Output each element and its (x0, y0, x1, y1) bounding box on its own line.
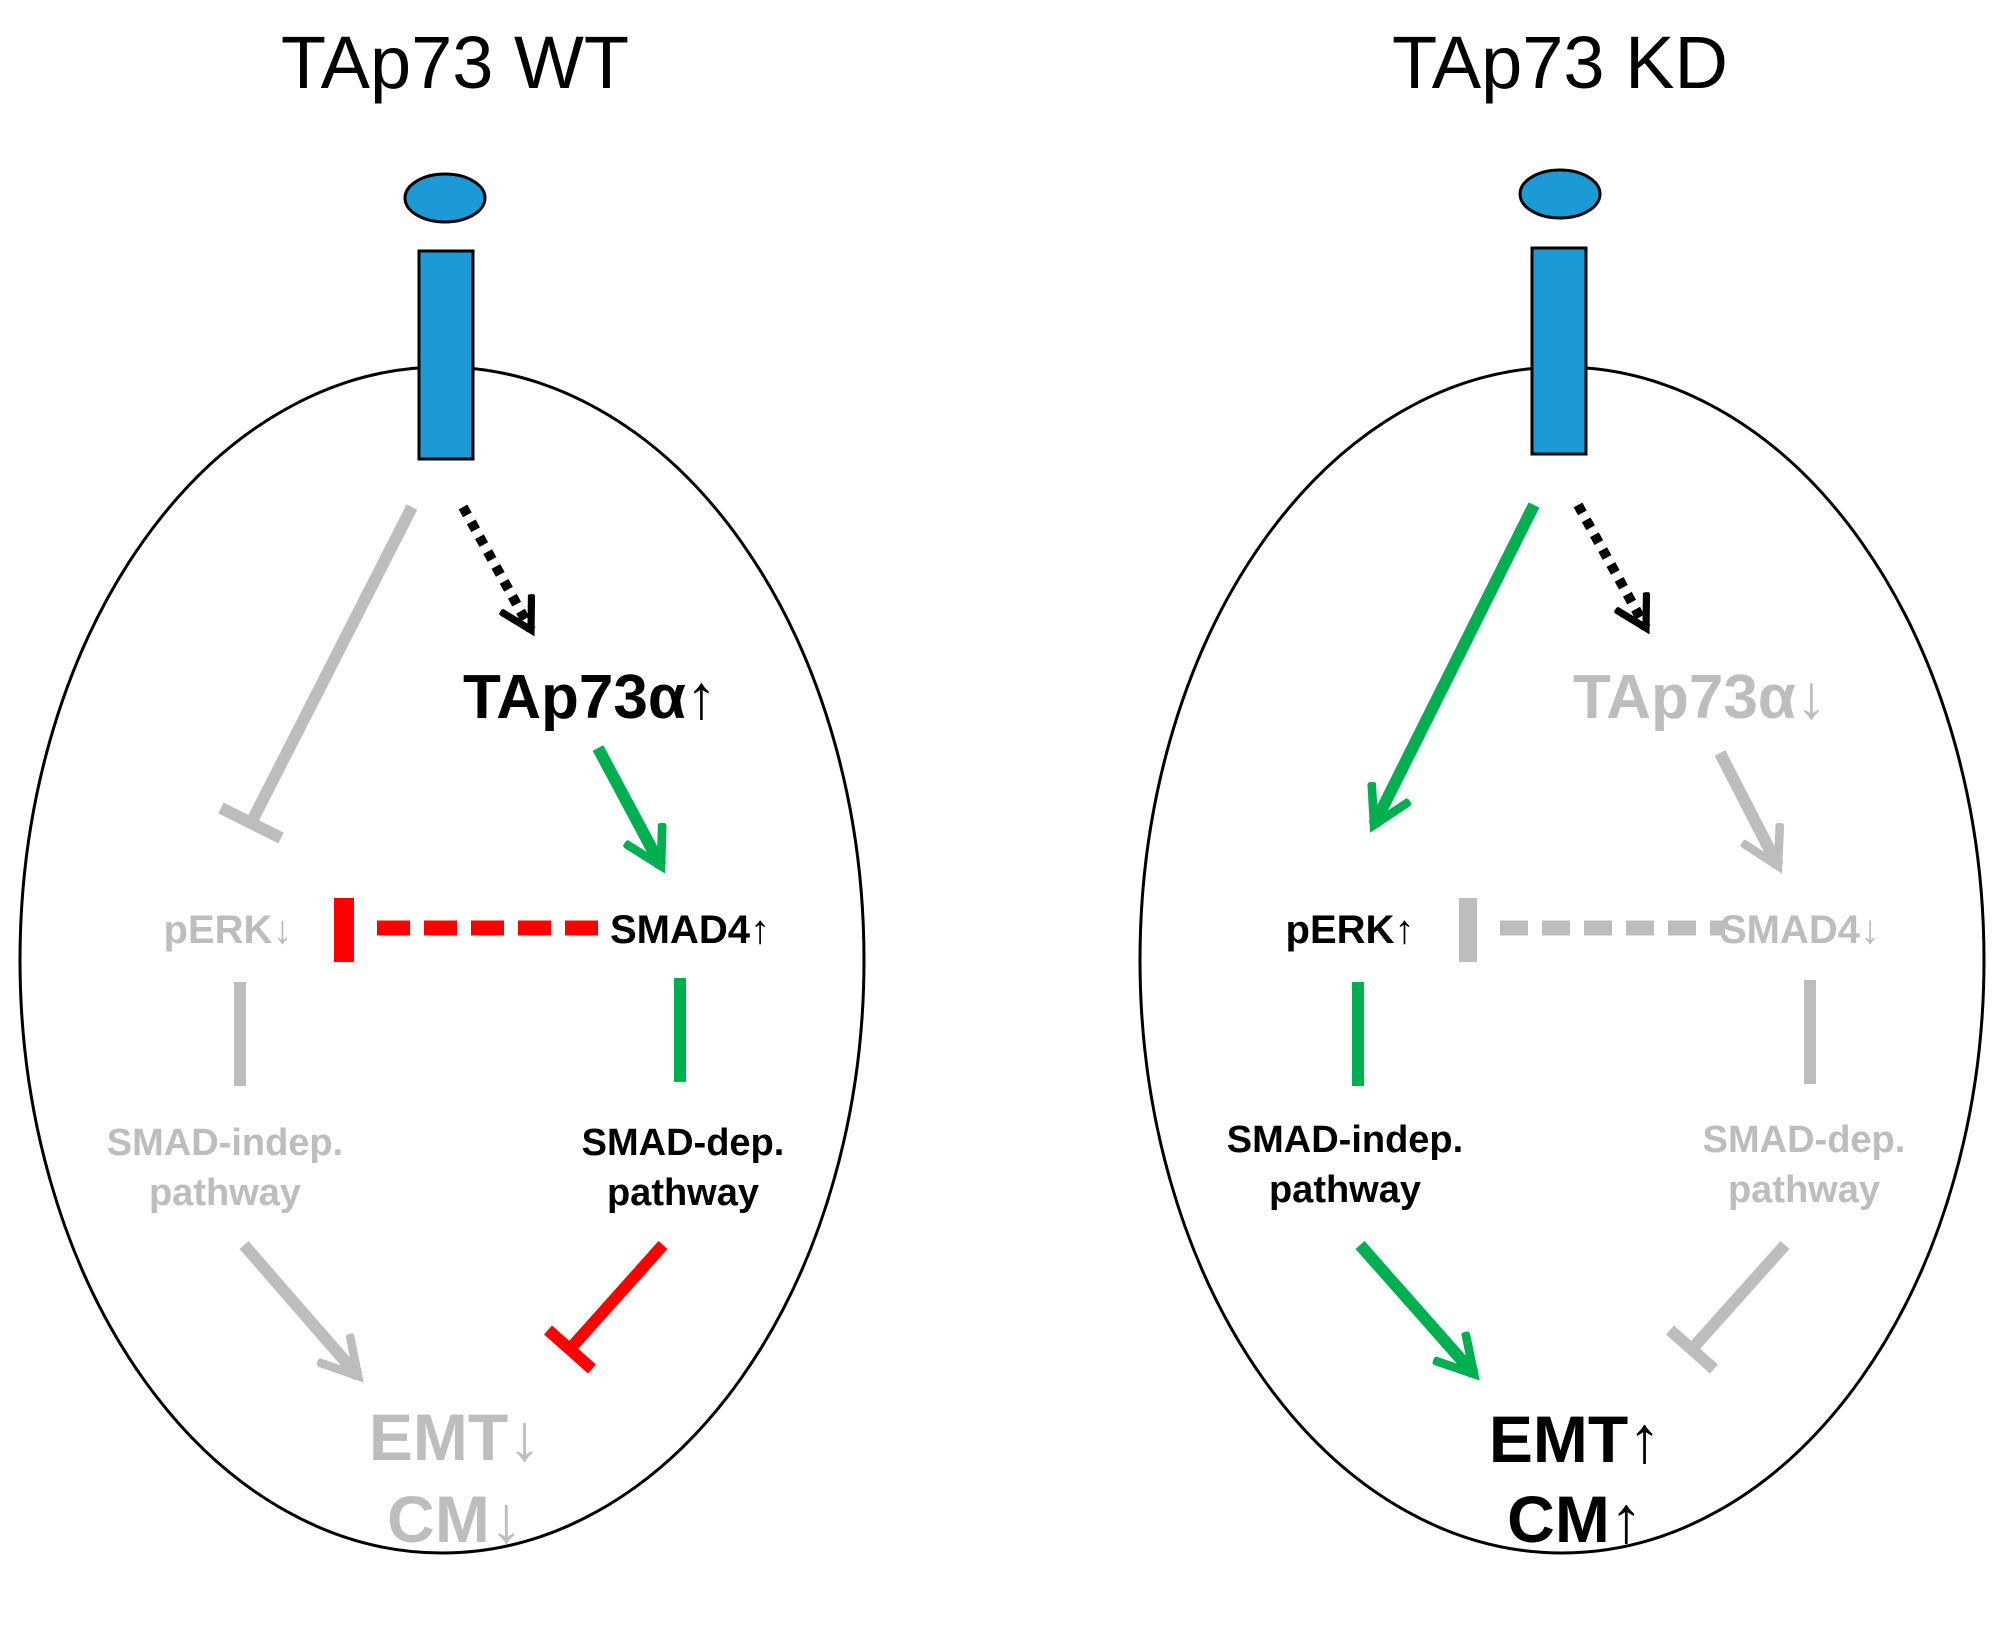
wt-tap73-smad4-arrow (592, 745, 661, 866)
wt-perk-tbar (218, 802, 284, 844)
wt-indep-emt-arrow (239, 1241, 358, 1376)
wt-perk-label: pERK↓ (164, 908, 293, 952)
kd-emt-label: EMT↑ (1489, 1402, 1661, 1476)
kd-cm-label: CM↑ (1507, 1482, 1643, 1556)
kd-receptor (1530, 246, 1588, 456)
kd-panel: TAp73 KD TAp73α↓ pERK↑ SMAD4↓ SMAD-indep… (1138, 21, 1986, 1556)
wt-cell (18, 365, 866, 1555)
kd-cell (1138, 365, 1986, 1555)
kd-ligand (1518, 168, 1602, 220)
wt-dep-line1: SMAD-dep. (582, 1122, 785, 1164)
wt-emt-label: EMT↓ (369, 1400, 541, 1474)
wt-emt-red-tbar (544, 1325, 596, 1374)
wt-indep-line1: SMAD-indep. (107, 1122, 343, 1164)
wt-ligand (403, 172, 487, 224)
kd-title: TAp73 KD (1392, 21, 1728, 104)
kd-dep-emt-inhibition (1687, 1241, 1790, 1353)
kd-receptor-perk-arrow (1374, 502, 1540, 825)
wt-panel: TAp73 WT TAp73α↑ pERK↓ SMAD4↑ SMAD-indep… (18, 21, 866, 1556)
kd-receptor-tap73-arrow (1573, 502, 1651, 628)
kd-tap73-label: TAp73α↓ (1573, 663, 1827, 732)
kd-indep-line1: SMAD-indep. (1227, 1119, 1463, 1161)
wt-title: TAp73 WT (281, 21, 629, 104)
kd-dep-line2: pathway (1728, 1169, 1880, 1211)
wt-dep-emt-inhibition (565, 1241, 668, 1353)
wt-dep-line2: pathway (607, 1172, 759, 1214)
wt-receptor-perk-inhibition (245, 504, 418, 826)
kd-indep-emt-arrow (1355, 1241, 1474, 1374)
wt-receptor (417, 249, 475, 461)
kd-tap73-smad4-arrow (1714, 750, 1778, 866)
wt-smad4-label: SMAD4↑ (610, 908, 770, 952)
kd-smad4-label: SMAD4↓ (1720, 908, 1880, 952)
kd-indep-line2: pathway (1269, 1169, 1421, 1211)
kd-dep-line1: SMAD-dep. (1703, 1119, 1906, 1161)
kd-emt-grey-tbar (1666, 1325, 1718, 1374)
kd-perk-label: pERK↑ (1286, 908, 1415, 952)
wt-cm-label: CM↓ (387, 1482, 523, 1556)
wt-tap73-label: TAp73α↑ (463, 663, 717, 732)
wt-receptor-tap73-arrow (458, 504, 536, 630)
wt-indep-line2: pathway (149, 1172, 301, 1214)
